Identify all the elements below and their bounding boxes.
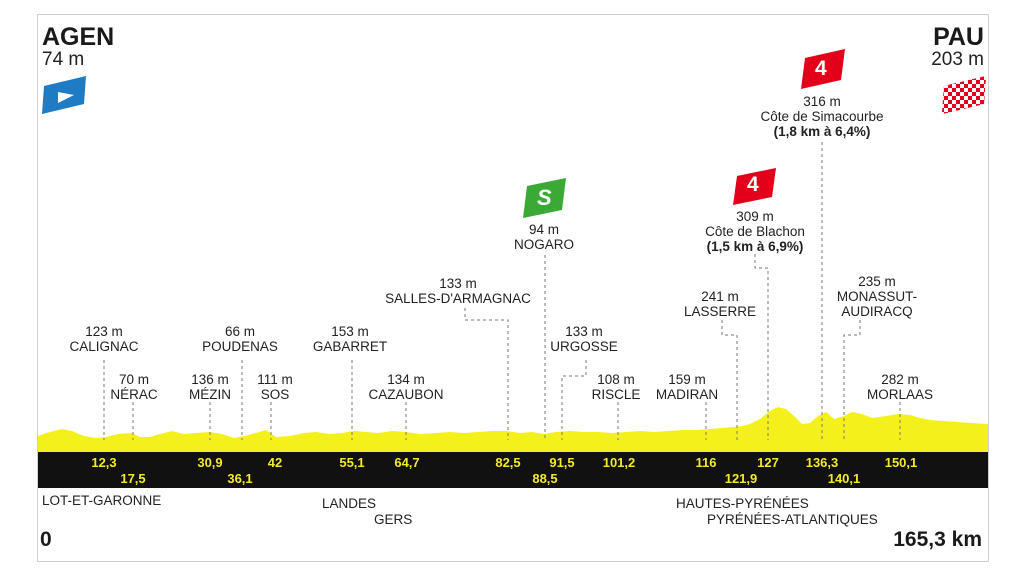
finish-city: PAU	[933, 23, 984, 51]
finish-flag-icon	[942, 76, 986, 114]
start-city: AGEN	[42, 23, 115, 51]
climb-badge-label: 4	[815, 57, 827, 80]
km-mark: 91,5	[549, 455, 575, 470]
km-mark: 127	[757, 455, 779, 470]
start-flag-icon	[42, 76, 86, 114]
km-mark: 64,7	[394, 455, 420, 470]
km-mark: 12,3	[91, 455, 117, 470]
cat-4-climb-icon	[733, 168, 776, 205]
region-label: LANDES	[322, 496, 377, 511]
km-mark: 121,9	[724, 471, 758, 486]
km-mark: 55,1	[339, 455, 365, 470]
region-label: HAUTES-PYRÉNÉES	[676, 496, 809, 511]
km-mark: 36,1	[227, 471, 253, 486]
km-mark: 82,5	[495, 455, 521, 470]
start-distance: 0	[40, 528, 52, 551]
profile-frame	[37, 14, 989, 562]
region-label: PYRÉNÉES-ATLANTIQUES	[707, 512, 878, 527]
km-mark: 42	[267, 455, 283, 470]
km-mark: 30,9	[197, 455, 223, 470]
region-label: LOT-ET-GARONNE	[42, 493, 162, 508]
region-label: GERS	[374, 512, 413, 527]
km-mark: 136,3	[805, 455, 839, 470]
total-distance: 165,3 km	[893, 528, 982, 551]
elevation-profile	[38, 407, 988, 452]
km-mark: 140,1	[827, 471, 861, 486]
sprint-badge-label: S	[537, 185, 552, 210]
road-bar	[38, 452, 988, 488]
climb-badge-label: 4	[747, 173, 759, 196]
guide-lines	[103, 142, 901, 440]
km-mark: 150,1	[884, 455, 918, 470]
cat-4-climb-icon	[801, 49, 845, 89]
intermediate-sprint-icon	[523, 178, 566, 218]
km-mark: 17,5	[120, 471, 146, 486]
km-mark: 101,2	[602, 455, 636, 470]
km-mark: 88,5	[532, 471, 558, 486]
km-mark: 116	[695, 455, 717, 470]
start-altitude: 74 m	[42, 49, 85, 70]
finish-altitude: 203 m	[931, 49, 984, 70]
